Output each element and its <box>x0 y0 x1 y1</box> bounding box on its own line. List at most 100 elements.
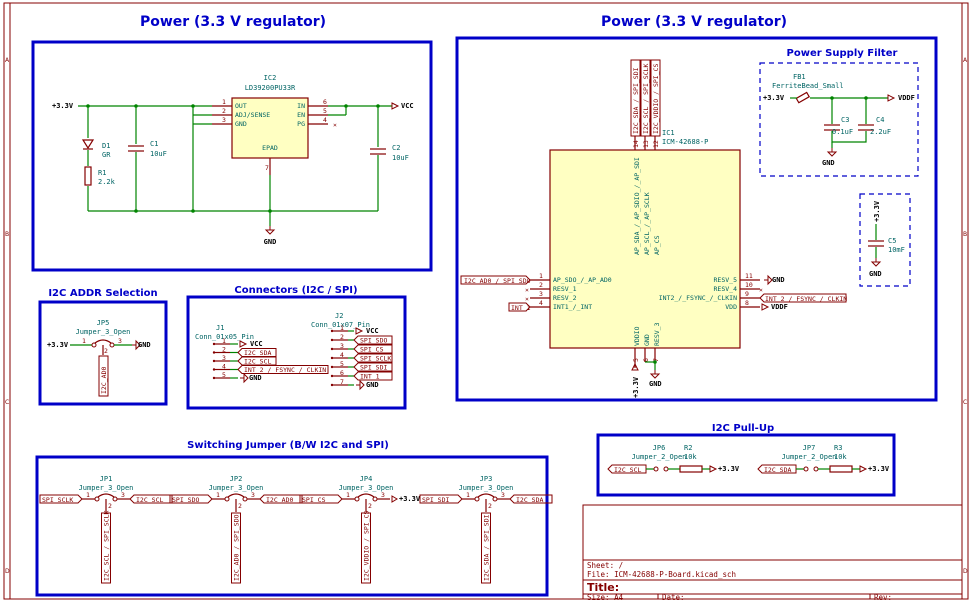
svg-text:FB1: FB1 <box>793 73 806 81</box>
switching-jumper-jp4[interactable]: JP4Jumper_3_Open123SPI_CS+3.3VI2C_VDDIO … <box>299 475 421 584</box>
jumper-right-label: +3.3V <box>399 495 421 503</box>
j2-hlabel <box>353 371 393 381</box>
jumper-contact <box>372 496 378 502</box>
jumper-pin-number: 3 <box>501 491 505 499</box>
svg-text:+3.3V: +3.3V <box>873 200 881 222</box>
svg-text:14: 14 <box>632 140 640 148</box>
svg-text:1: 1 <box>539 272 543 280</box>
svg-text:JP5: JP5 <box>97 319 110 327</box>
svg-text:GND: GND <box>869 270 882 278</box>
capacitor-c4[interactable]: C4 2.2uF <box>858 116 891 136</box>
imu-ic1[interactable]: IC1 ICM-42688-P AP_SDA_/_AP_SDIO_/_AP_SD… <box>530 129 760 368</box>
jumper-pin-number: 3 <box>251 491 255 499</box>
j1-pin-dot <box>212 359 216 363</box>
svg-text:GND: GND <box>235 120 247 128</box>
pullup-resistor-ref: R3 <box>834 444 842 452</box>
pullup-resistor-value: 10k <box>834 453 847 461</box>
svg-text:7: 7 <box>265 164 269 172</box>
jp5-3v3: +3.3V <box>47 341 69 349</box>
svg-text:Conn_01x05_Pin: Conn_01x05_Pin <box>195 333 254 341</box>
svg-text:I2C_SCL / SPI_SCLK: I2C_SCL / SPI_SCLK <box>642 63 650 134</box>
svg-text:J2: J2 <box>335 312 343 320</box>
j2-pin-dot <box>330 347 334 351</box>
svg-text:1: 1 <box>82 337 86 345</box>
jumper-pin-number: 1 <box>216 491 220 499</box>
jumper-pin-number: 2 <box>368 502 372 510</box>
j2-net-label: GND <box>366 381 379 389</box>
svg-text:AP_SCL_/_AP_SCLK: AP_SCL_/_AP_SCLK <box>643 192 651 255</box>
svg-text:×: × <box>525 295 529 303</box>
svg-text:10uF: 10uF <box>150 150 167 158</box>
pullup-power-flag <box>859 465 868 473</box>
jumper-jp5[interactable]: JP5 Jumper_3_Open 1 2 3 <box>70 319 132 355</box>
svg-text:VDD: VDD <box>725 303 737 311</box>
svg-text:I2C_VDDIO / SPI_CS: I2C_VDDIO / SPI_CS <box>652 63 660 134</box>
j2-pin-dot <box>330 374 334 378</box>
svg-text:EPAD: EPAD <box>262 144 278 152</box>
imu-right-labels: GND × INT_2 / FSYNC / CLKIN VDDF <box>759 275 847 311</box>
svg-text:7: 7 <box>652 358 660 362</box>
svg-text:×: × <box>759 286 763 294</box>
svg-text:5: 5 <box>632 358 640 362</box>
svg-text:C4: C4 <box>876 116 884 124</box>
ferrite-fb1[interactable]: FB1 FerriteBead_Small <box>772 73 844 104</box>
jumper-power-flag <box>391 495 398 503</box>
net-gnd-reg: GND <box>264 238 277 246</box>
svg-text:FerriteBead_Small: FerriteBead_Small <box>772 82 844 90</box>
border-row-c-right: C <box>963 399 967 406</box>
border-row-b: B <box>5 231 9 238</box>
pullup-power-label: +3.3V <box>868 465 890 473</box>
jumper-bottom-hlabel <box>231 512 241 584</box>
svg-text:INT1_/_INT: INT1_/_INT <box>553 303 592 311</box>
regulator-ic2[interactable]: IC2 LD39200PU33R OUT ADJ/SENSE GND IN EN… <box>212 74 328 175</box>
svg-text:GND: GND <box>772 276 785 284</box>
svg-text:ICM-42688-P: ICM-42688-P <box>662 138 708 146</box>
connectors-box <box>186 295 407 410</box>
svg-text:10: 10 <box>745 281 753 289</box>
j2-pin-number: 7 <box>340 378 344 386</box>
jumper-arc <box>477 493 495 498</box>
j1-pin-number: 4 <box>222 363 226 371</box>
svg-text:GND: GND <box>643 334 651 346</box>
capacitor-c1[interactable]: C1 10uF <box>128 140 167 158</box>
j1-net-label: I2C_SDA <box>244 349 271 357</box>
svg-text:OUT: OUT <box>235 102 247 110</box>
capacitor-c2[interactable]: C2 10uF <box>370 144 409 162</box>
jumper-contact <box>112 496 118 502</box>
resistor-r1[interactable]: R1 2.2k <box>84 166 116 186</box>
svg-text:File: ICM-42688-P-Board.kicad_: File: ICM-42688-P-Board.kicad_sch <box>587 570 736 579</box>
pullup-box <box>596 433 896 497</box>
jumper-ref: JP2 <box>230 475 243 483</box>
svg-text:IC1: IC1 <box>662 129 675 137</box>
svg-text:GND: GND <box>649 380 662 388</box>
j1-hlabel <box>237 365 329 374</box>
jumper-ref: JP4 <box>360 475 373 483</box>
capacitor-c3[interactable]: C3 0.1uF <box>824 116 853 136</box>
led-d1[interactable]: D1 GR <box>81 139 111 159</box>
svg-text:9: 9 <box>745 290 749 298</box>
title-power-right: Power (3.3 V regulator) <box>601 14 787 30</box>
j1-pin-number: 2 <box>222 346 226 354</box>
jumper-value: Jumper_3_Open <box>459 484 514 492</box>
j2-net-label: SPI_CS <box>360 346 384 354</box>
svg-text:3: 3 <box>539 290 543 298</box>
j2-pin-dot <box>330 356 334 360</box>
jumper-pin-number: 1 <box>466 491 470 499</box>
power-left-box <box>31 40 433 272</box>
svg-text:AP_SDO_/_AP_AD0: AP_SDO_/_AP_AD0 <box>553 276 612 284</box>
filter-gnd: GND <box>822 159 835 167</box>
svg-text:C5: C5 <box>888 237 896 245</box>
jumper-contact <box>94 496 100 502</box>
net-3v3-left: +3.3V <box>52 102 74 110</box>
border-row-c: C <box>5 399 9 406</box>
capacitor-c5[interactable]: +3.3V C5 10mF GND <box>868 200 905 278</box>
jumper-ref: JP1 <box>100 475 113 483</box>
